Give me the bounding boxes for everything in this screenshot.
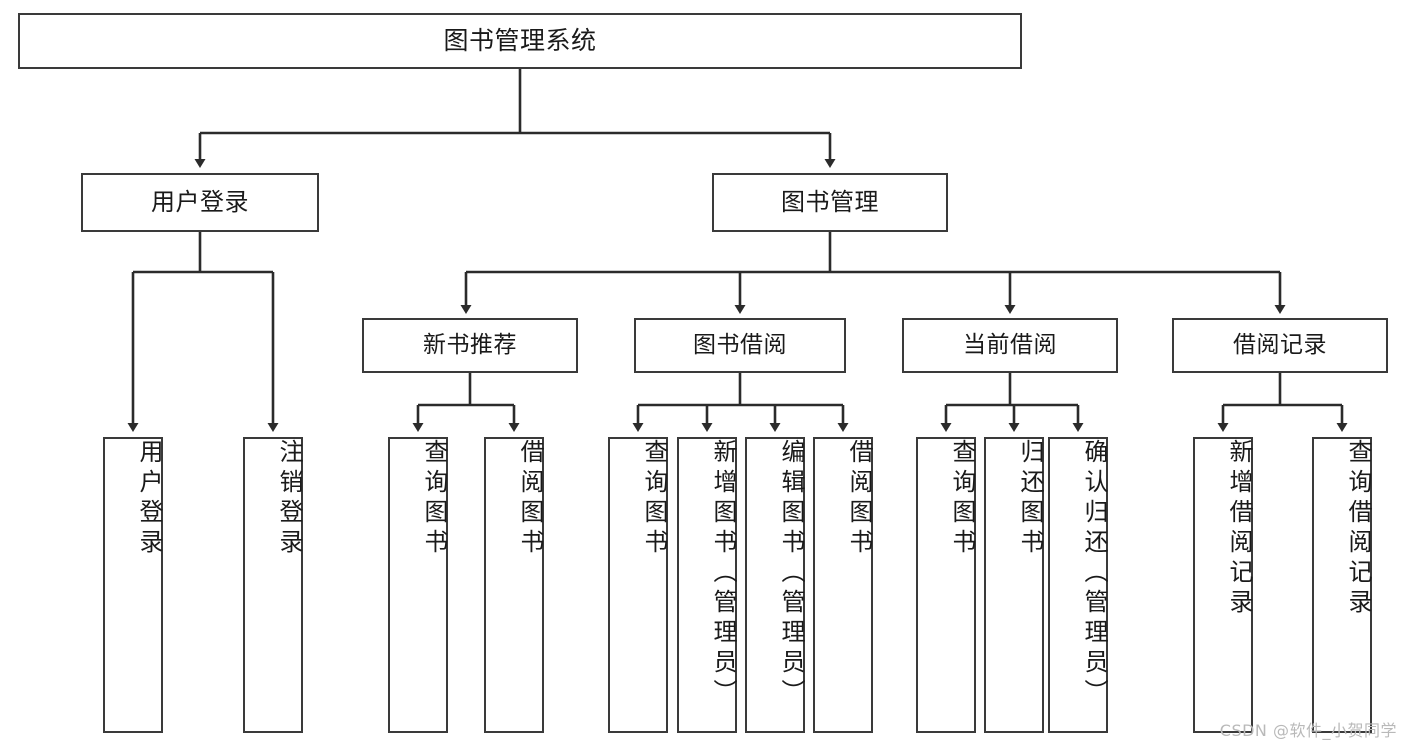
leaf-return-book-label: 归还图书: [1016, 439, 1044, 559]
leaf-borrow-book-newrec-label: 借阅图书: [516, 439, 544, 559]
leaf-return-book[interactable]: 归还图书: [984, 437, 1044, 733]
leaf-query-book-borrow[interactable]: 查询图书: [608, 437, 668, 733]
leaf-add-book-admin-label: 新增图书（管理员）: [709, 439, 737, 709]
leaf-user-login[interactable]: 用户登录: [103, 437, 163, 733]
leaf-edit-book-admin-label: 编辑图书（管理员）: [777, 439, 805, 709]
node-book-borrow-label: 图书借阅: [693, 331, 787, 358]
leaf-borrow-book[interactable]: 借阅图书: [813, 437, 873, 733]
node-book-borrow[interactable]: 图书借阅: [634, 318, 846, 373]
leaf-add-book-admin[interactable]: 新增图书（管理员）: [677, 437, 737, 733]
leaf-query-book-newrec[interactable]: 查询图书: [388, 437, 448, 733]
node-root[interactable]: 图书管理系统: [18, 13, 1022, 69]
leaf-query-book-current[interactable]: 查询图书: [916, 437, 976, 733]
node-new-book-recommend[interactable]: 新书推荐: [362, 318, 578, 373]
leaf-query-book-borrow-label: 查询图书: [640, 439, 668, 559]
node-book-manage[interactable]: 图书管理: [712, 173, 948, 232]
leaf-query-book-newrec-label: 查询图书: [420, 439, 448, 559]
leaf-add-borrow-record-label: 新增借阅记录: [1225, 439, 1253, 619]
watermark-text: CSDN @软件_小贺同学: [1219, 721, 1397, 740]
node-current-borrow[interactable]: 当前借阅: [902, 318, 1118, 373]
node-book-manage-label: 图书管理: [781, 188, 879, 217]
node-borrow-record-label: 借阅记录: [1233, 331, 1327, 358]
leaf-logout[interactable]: 注销登录: [243, 437, 303, 733]
node-user-login-label: 用户登录: [151, 188, 249, 217]
leaf-confirm-return-admin-label: 确认归还（管理员）: [1080, 439, 1108, 709]
node-current-borrow-label: 当前借阅: [963, 331, 1057, 358]
leaf-add-borrow-record[interactable]: 新增借阅记录: [1193, 437, 1253, 733]
leaf-borrow-book-label: 借阅图书: [845, 439, 873, 559]
leaf-borrow-book-newrec[interactable]: 借阅图书: [484, 437, 544, 733]
leaf-logout-label: 注销登录: [275, 439, 303, 559]
node-new-book-recommend-label: 新书推荐: [423, 331, 517, 358]
node-user-login[interactable]: 用户登录: [81, 173, 319, 232]
leaf-edit-book-admin[interactable]: 编辑图书（管理员）: [745, 437, 805, 733]
leaf-query-borrow-record[interactable]: 查询借阅记录: [1312, 437, 1372, 733]
leaf-confirm-return-admin[interactable]: 确认归还（管理员）: [1048, 437, 1108, 733]
node-root-label: 图书管理系统: [443, 26, 597, 55]
leaf-user-login-label: 用户登录: [135, 439, 163, 559]
leaf-query-book-current-label: 查询图书: [948, 439, 976, 559]
leaf-query-borrow-record-label: 查询借阅记录: [1344, 439, 1372, 619]
node-borrow-record[interactable]: 借阅记录: [1172, 318, 1388, 373]
